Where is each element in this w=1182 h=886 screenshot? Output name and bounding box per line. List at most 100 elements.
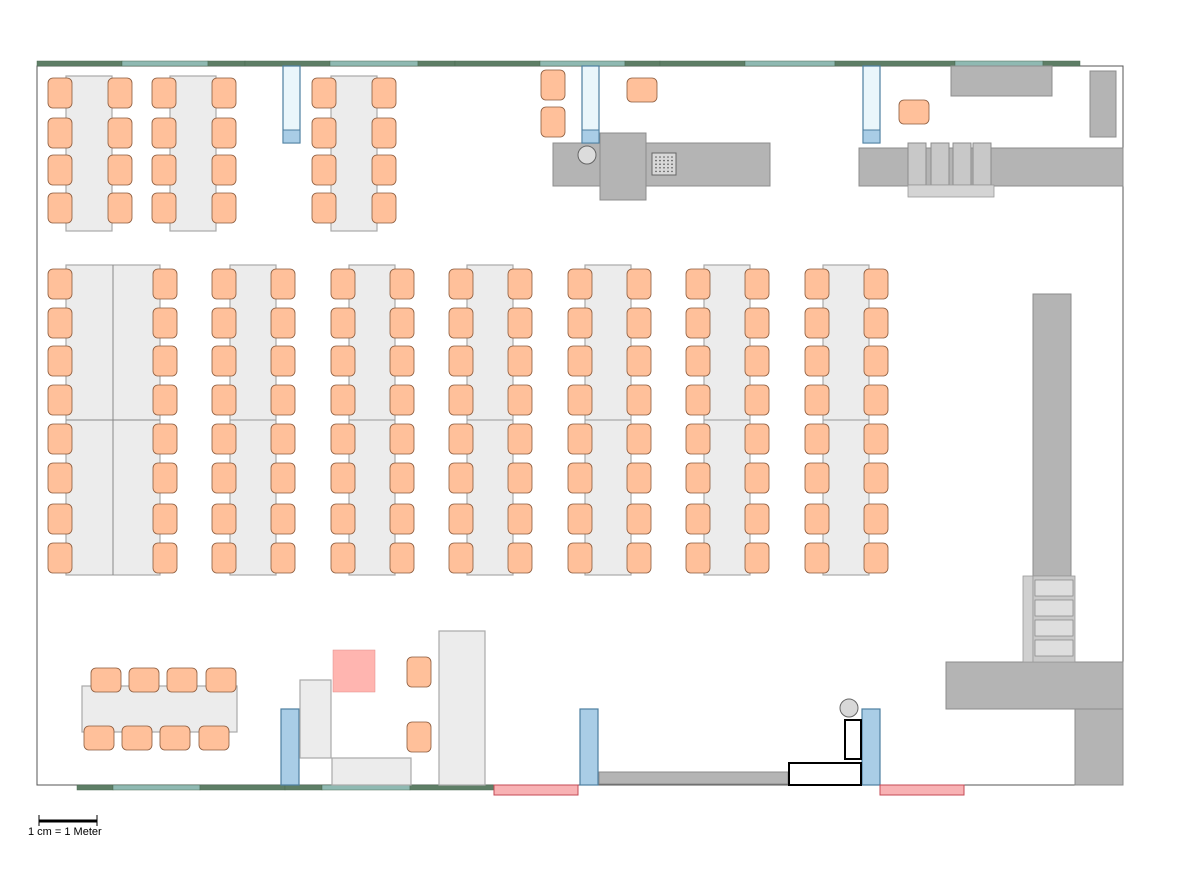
sink-hole xyxy=(667,170,669,173)
chair-seat xyxy=(371,154,397,186)
chair-icon xyxy=(744,307,770,339)
chair-seat xyxy=(389,384,415,416)
chair-seat xyxy=(330,503,356,535)
chair-seat xyxy=(448,345,474,377)
chair-seat xyxy=(448,307,474,339)
chair-seat xyxy=(330,423,356,455)
chair-icon xyxy=(406,656,432,688)
sink-hole xyxy=(671,167,673,169)
chair-seat xyxy=(47,542,73,574)
window xyxy=(834,60,956,67)
chair-seat xyxy=(47,462,73,494)
chair-seat xyxy=(685,345,711,377)
door-frame xyxy=(581,129,600,144)
chair-seat xyxy=(211,423,237,455)
chair-seat xyxy=(744,307,770,339)
chair-icon xyxy=(744,423,770,455)
chair-icon xyxy=(107,154,133,186)
host-desk xyxy=(788,762,862,786)
chair-seat xyxy=(685,542,711,574)
chair-seat xyxy=(567,268,593,300)
door xyxy=(861,708,881,786)
chair-icon xyxy=(507,503,533,535)
chair-seat xyxy=(152,384,178,416)
chair-icon xyxy=(685,268,711,300)
chair-icon xyxy=(863,423,889,455)
chair-icon xyxy=(371,117,397,149)
window xyxy=(207,60,246,67)
chair-icon xyxy=(804,542,830,574)
chair-seat xyxy=(804,268,830,300)
chair-icon xyxy=(151,154,177,186)
chair-seat xyxy=(371,117,397,149)
chair-icon xyxy=(448,345,474,377)
chair-icon xyxy=(626,345,652,377)
chair-icon xyxy=(744,542,770,574)
chair-icon xyxy=(371,77,397,109)
chair-seat xyxy=(211,307,237,339)
chair-icon xyxy=(151,192,177,224)
chair-icon xyxy=(211,192,237,224)
misc-fixtures xyxy=(299,630,965,796)
chair-icon xyxy=(804,307,830,339)
chair-seat xyxy=(389,268,415,300)
chair-seat xyxy=(198,725,230,751)
chair-seat xyxy=(211,192,237,224)
rack-shelf xyxy=(1034,619,1074,637)
chair-seat xyxy=(626,542,652,574)
appliance-grate xyxy=(907,184,995,198)
chair-seat xyxy=(744,384,770,416)
window xyxy=(409,784,495,791)
sink-hole xyxy=(671,156,673,158)
chair-icon xyxy=(804,423,830,455)
chair-icon xyxy=(507,462,533,494)
chair-seat xyxy=(151,77,177,109)
circle-fixture-icon xyxy=(577,145,597,165)
chair-icon xyxy=(152,462,178,494)
door-frame xyxy=(862,129,881,144)
chair-icon xyxy=(152,345,178,377)
chair-icon xyxy=(47,345,73,377)
chair-seat xyxy=(128,667,160,693)
chair-icon xyxy=(330,268,356,300)
chair-icon xyxy=(311,117,337,149)
pink-box xyxy=(332,649,376,693)
chair-icon xyxy=(567,345,593,377)
door-frame xyxy=(282,129,301,144)
window xyxy=(112,784,201,791)
chair-icon xyxy=(685,503,711,535)
chair-seat xyxy=(448,542,474,574)
chair-seat xyxy=(744,345,770,377)
sink-hole xyxy=(667,156,669,158)
chair-seat xyxy=(211,154,237,186)
chair-seat xyxy=(540,69,566,101)
sink-hole xyxy=(663,167,665,169)
appliance-slot xyxy=(930,142,950,186)
chair-seat xyxy=(626,77,658,103)
chair-icon xyxy=(626,307,652,339)
kitchen-counters xyxy=(552,65,1124,786)
chair-seat xyxy=(744,542,770,574)
chair-seat xyxy=(744,462,770,494)
appliance-slot xyxy=(972,142,992,186)
chair-icon xyxy=(107,192,133,224)
chair-seat xyxy=(448,423,474,455)
chair-icon xyxy=(311,77,337,109)
table xyxy=(81,685,238,733)
chair-seat xyxy=(863,307,889,339)
chair-icon xyxy=(567,307,593,339)
chair-seat xyxy=(863,268,889,300)
scale-label: 1 cm = 1 Meter xyxy=(28,826,102,838)
chair-icon xyxy=(47,268,73,300)
chair-seat xyxy=(47,307,73,339)
chair-seat xyxy=(151,154,177,186)
chair-icon xyxy=(211,503,237,535)
chair-icon xyxy=(507,384,533,416)
chair-icon xyxy=(211,423,237,455)
chair-icon xyxy=(211,384,237,416)
window xyxy=(539,60,626,67)
table xyxy=(169,75,217,232)
rack-shelf xyxy=(1034,639,1074,657)
appliance-slot xyxy=(952,142,972,186)
